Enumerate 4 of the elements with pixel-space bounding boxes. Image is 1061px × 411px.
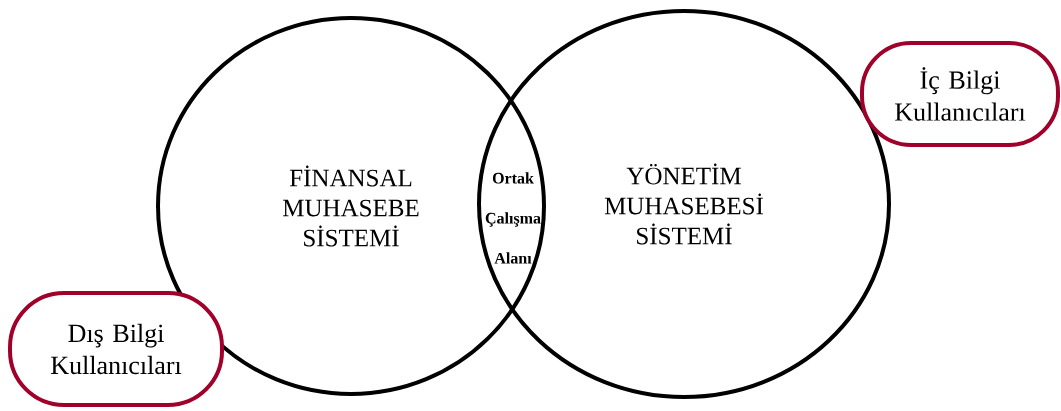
rounded-box: İç Bilgi Kullanıcıları bbox=[860, 41, 1060, 147]
overlap-label: Ortak Çalışma Alanı bbox=[485, 172, 541, 264]
node-label: İç Bilgi Kullanıcıları bbox=[895, 67, 1026, 121]
rounded-box: Dış Bilgi Kullanıcıları bbox=[8, 291, 224, 407]
